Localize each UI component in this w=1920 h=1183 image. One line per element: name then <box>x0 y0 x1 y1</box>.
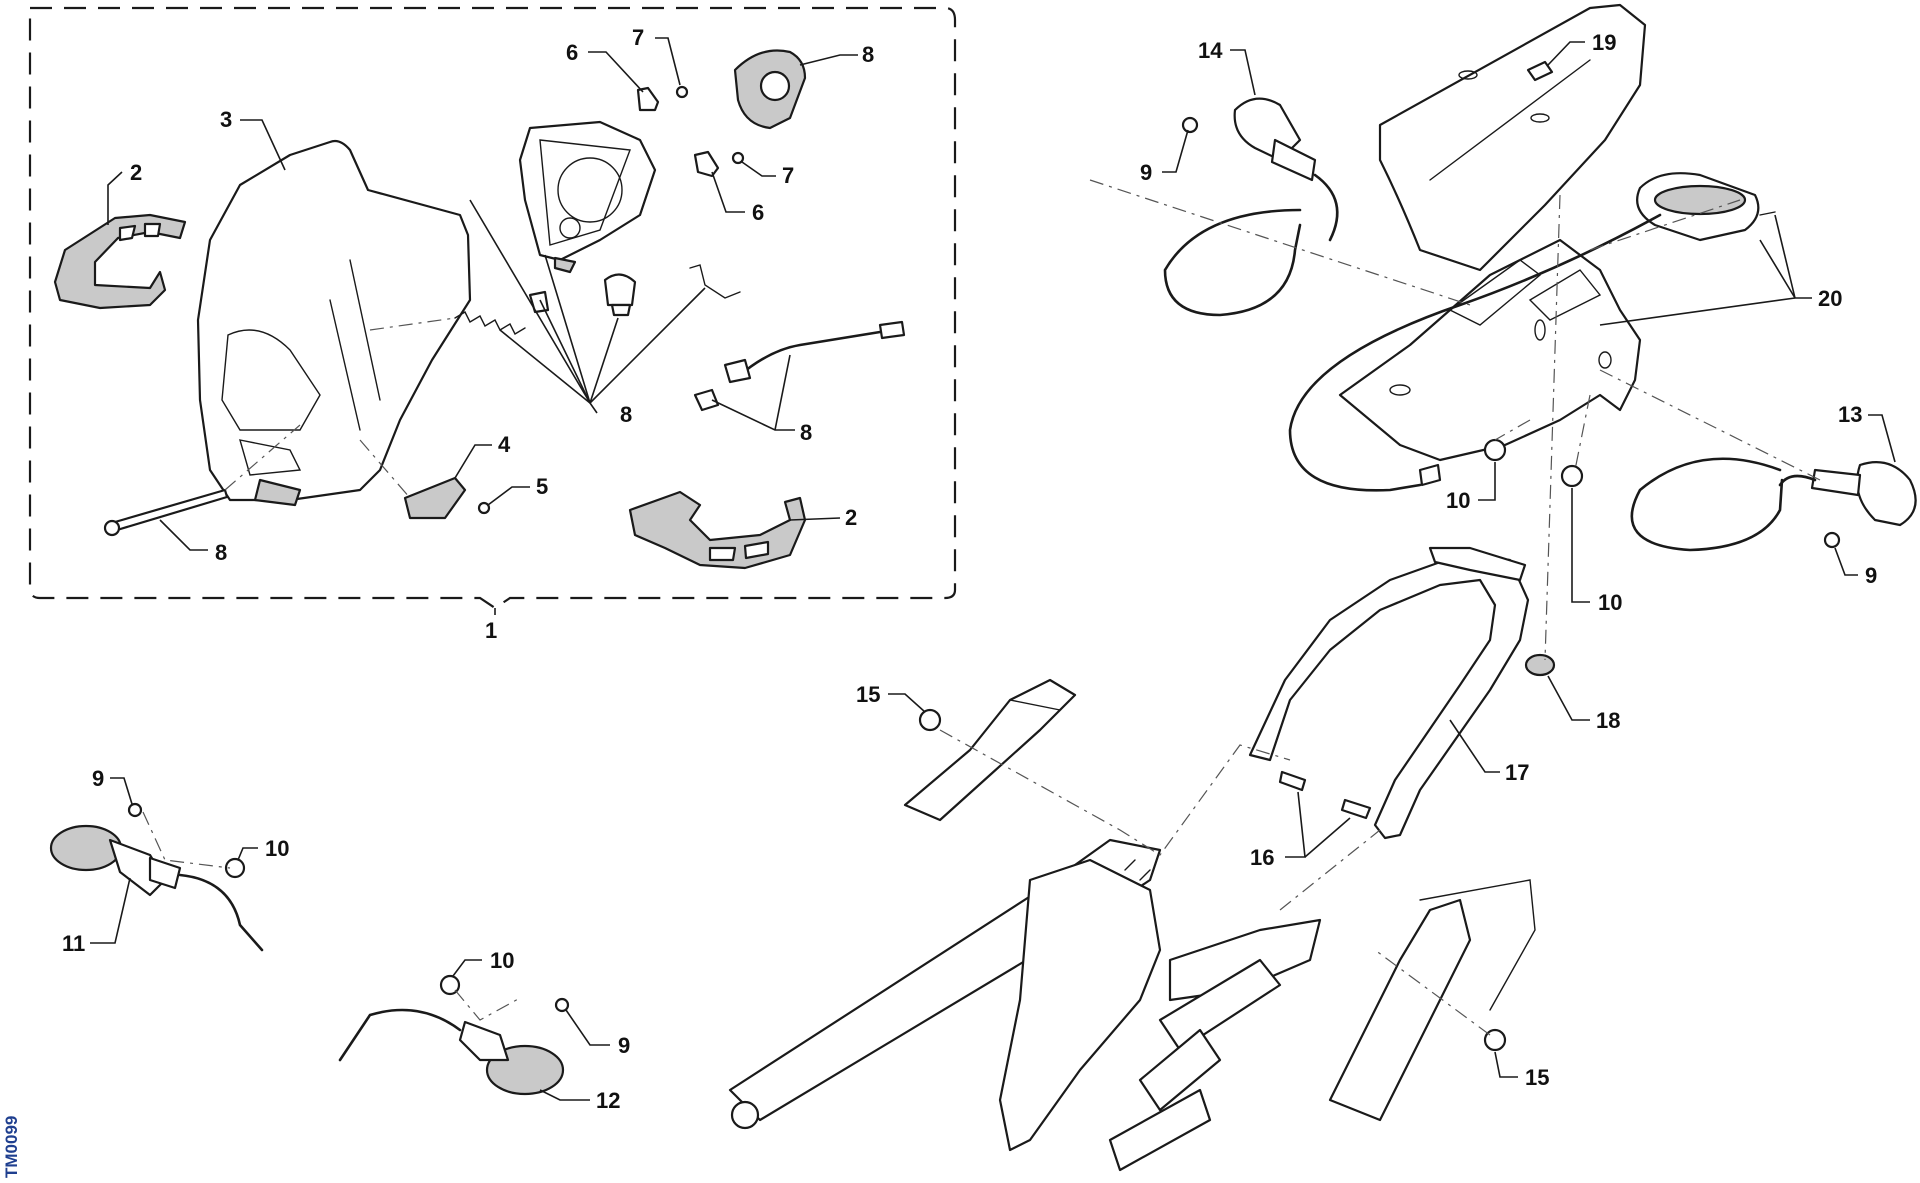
nut-plate-holder-left <box>1483 438 1507 462</box>
nut-front-right <box>439 974 461 996</box>
callout-4: 4 <box>498 432 511 457</box>
screw-left-rear-indicator <box>1181 116 1199 134</box>
nut-plate-holder-right <box>1560 464 1584 488</box>
screw-front-left <box>127 802 143 818</box>
rubber-grommet <box>1524 653 1556 677</box>
callout-2-right: 2 <box>845 505 857 530</box>
headlight-kit-group <box>28 6 957 610</box>
callout-16: 16 <box>1250 845 1274 870</box>
callout-9-rear-left: 9 <box>1140 160 1152 185</box>
callout-12: 12 <box>596 1088 620 1113</box>
callout-3: 3 <box>220 107 232 132</box>
callout-10-rear-left: 10 <box>1446 488 1470 513</box>
screw-right-rear-indicator <box>1823 531 1841 549</box>
callout-9-front-left: 9 <box>92 766 104 791</box>
nut-front-left <box>224 857 246 879</box>
callout-20: 20 <box>1818 286 1842 311</box>
callout-17: 17 <box>1505 760 1529 785</box>
fork-clamp-left <box>53 213 187 310</box>
parking-light-cable <box>693 320 906 412</box>
callout-10-front-left: 10 <box>265 836 289 861</box>
fork-clamp-right <box>628 490 807 570</box>
grab-rail <box>1248 546 1530 840</box>
drawing-code: TM0099 <box>2 1116 21 1178</box>
assembly-lines <box>142 179 1821 1036</box>
callout-8-cap: 8 <box>862 42 874 67</box>
callout-18: 18 <box>1596 708 1620 733</box>
callout-15-left: 15 <box>856 682 880 707</box>
callout-9-front-right: 9 <box>618 1033 630 1058</box>
bracket-side <box>693 150 745 178</box>
callout-19: 19 <box>1592 30 1616 55</box>
callout-8-group: 8 <box>620 402 632 427</box>
callout-6-right: 6 <box>752 200 764 225</box>
callout-7-top: 7 <box>632 25 644 50</box>
front-right-indicator <box>338 1008 565 1096</box>
callout-2-left: 2 <box>130 160 142 185</box>
nut-frame-left <box>918 708 942 732</box>
callout-14: 14 <box>1198 38 1223 63</box>
plate-holder-wiring <box>1288 213 1662 492</box>
callout-15-right: 15 <box>1525 1065 1549 1090</box>
callout-7-right: 7 <box>782 163 794 188</box>
headlight-bulb <box>603 273 637 317</box>
headlight-fairing <box>196 139 472 507</box>
callout-labels: 1 2 2 3 4 5 6 6 7 7 8 8 8 8 9 9 9 9 10 1… <box>62 25 1877 1113</box>
long-bolt <box>103 488 229 537</box>
callout-10-front-right: 10 <box>490 948 514 973</box>
screw-mudguard <box>1526 60 1554 82</box>
headlight-unit <box>518 120 657 274</box>
callout-9-rear-right: 9 <box>1865 563 1877 588</box>
rear-right-indicator <box>1630 457 1917 552</box>
screw-front-right <box>554 997 570 1013</box>
callout-11: 11 <box>62 931 85 956</box>
rear-subframe <box>728 838 1322 1172</box>
bolts-grab-rail <box>1278 770 1372 820</box>
leader-lines <box>90 37 1896 1101</box>
front-left-indicator <box>49 824 264 952</box>
bulb-retaining-spring <box>689 264 741 299</box>
callout-8-bolt: 8 <box>215 540 227 565</box>
license-plate-holder <box>1338 238 1642 462</box>
headlight-cover-cap <box>733 49 807 130</box>
callout-10-rear-right: 10 <box>1598 590 1622 615</box>
frame-fragment-top <box>903 678 1077 822</box>
rear-mudguard-upper <box>1378 3 1647 272</box>
reflector <box>403 476 491 520</box>
rear-left-indicator <box>1163 97 1339 317</box>
frame-fragment-bottom <box>1328 879 1536 1122</box>
callout-6-top: 6 <box>566 40 578 65</box>
callout-8-cable: 8 <box>800 420 812 445</box>
callout-1: 1 <box>485 618 497 643</box>
callout-13: 13 <box>1838 402 1862 427</box>
callout-5: 5 <box>536 474 548 499</box>
bracket-top <box>636 85 689 112</box>
tail-light <box>1636 172 1776 242</box>
